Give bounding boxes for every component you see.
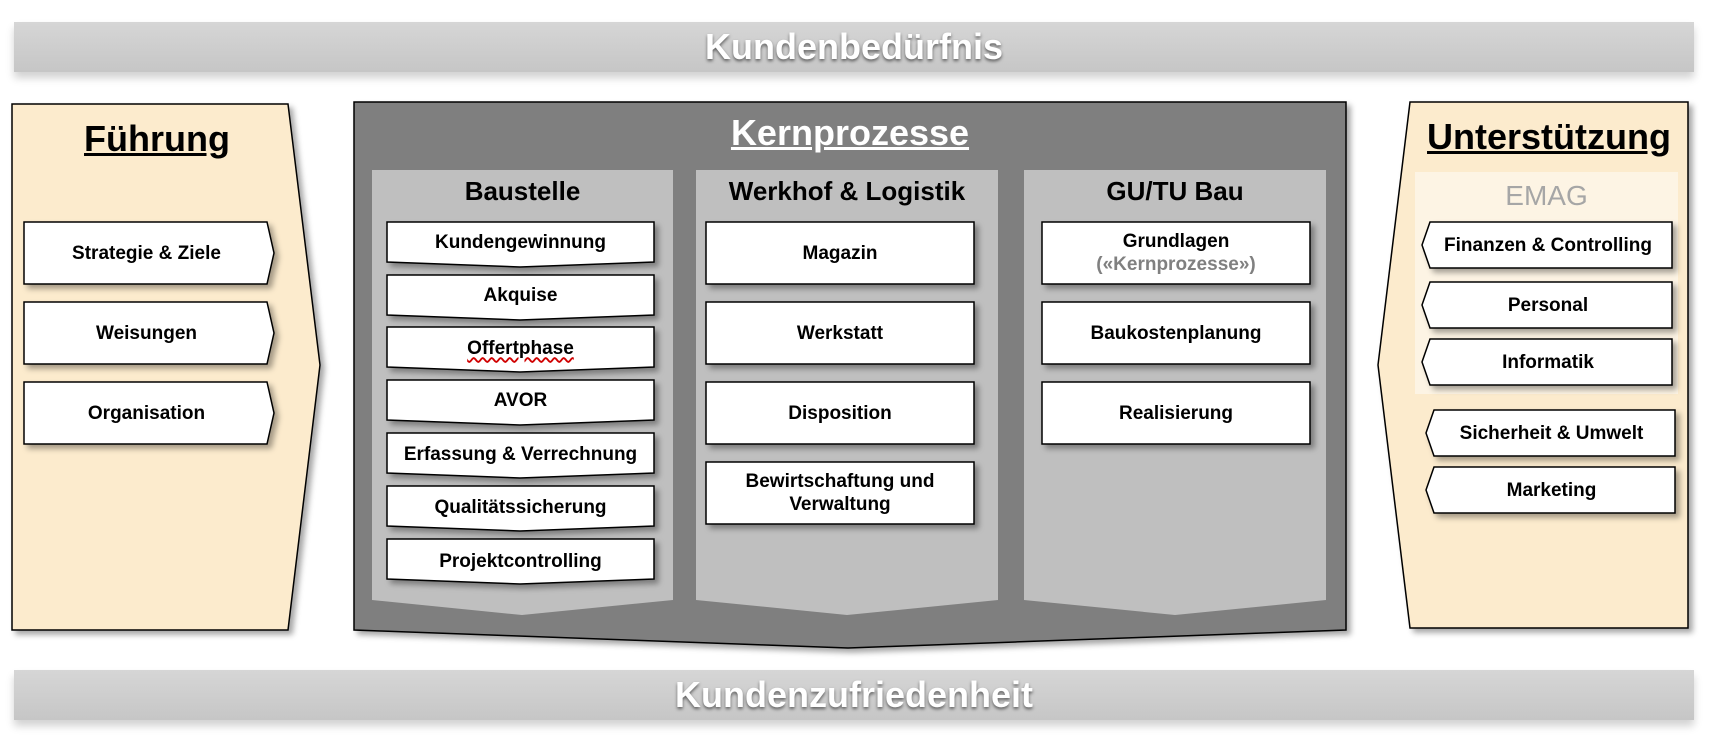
baustelle-item-box (386, 379, 655, 426)
emag-item-box (1421, 338, 1673, 386)
unterstuetzung-title: Unterstützung (1427, 116, 1671, 157)
werkhof-title: Werkhof & Logistik (728, 176, 966, 206)
customer-satisfaction-label: Kundenzufriedenheit (675, 674, 1033, 715)
gutu-item-box (1041, 221, 1311, 285)
emag-item-box (1421, 221, 1673, 269)
werkhof-item-box (705, 221, 975, 285)
fuehrung-title: Führung (84, 118, 230, 159)
gutu-item-box (1041, 301, 1311, 365)
werkhof-item-box (705, 301, 975, 365)
support-item-box (1425, 409, 1676, 457)
customer-need-band: Kundenbedürfnis (14, 22, 1694, 72)
baustelle-item-box (386, 432, 655, 479)
werkhof-item-box (705, 381, 975, 445)
baustelle-item-shapes (386, 221, 655, 585)
fuehrung-item-box (23, 221, 275, 285)
emag-item-box (1421, 281, 1673, 329)
fuehrung-panel (11, 103, 321, 631)
baustelle-item-box (386, 485, 655, 532)
gutu-item-box (1041, 381, 1311, 445)
baustelle-item-box (386, 274, 655, 321)
support-item-box (1425, 466, 1676, 514)
kernprozesse-title: Kernprozesse (730, 112, 970, 153)
customer-need-label: Kundenbedürfnis (705, 26, 1003, 67)
fuehrung-item-box (23, 381, 275, 445)
gutu-title: GU/TU Bau (1106, 176, 1244, 206)
fuehrung-item-shapes (23, 221, 275, 445)
baustelle-item-box (386, 326, 655, 373)
emag-label: EMAG (1505, 180, 1588, 211)
werkhof-item-shapes (705, 221, 975, 525)
unterstuetzung-item-shapes (1421, 221, 1676, 514)
baustelle-title: Baustelle (464, 176, 581, 206)
werkhof-item-box (705, 461, 975, 525)
gutu-item-shapes (1041, 221, 1311, 445)
customer-satisfaction-band: Kundenzufriedenheit (14, 670, 1694, 720)
fuehrung-item-box (23, 301, 275, 365)
baustelle-item-box (386, 538, 655, 585)
baustelle-item-box (386, 221, 655, 268)
